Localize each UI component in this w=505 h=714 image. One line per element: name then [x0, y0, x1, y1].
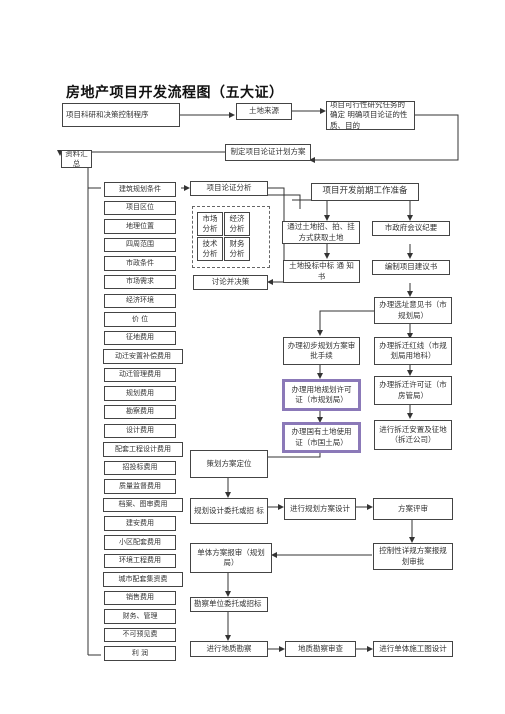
site-opinion-node: 办理选址意见书（市规划局）	[374, 297, 452, 324]
relocation-permit-node: 办理拆迁许可证（市房管局）	[374, 376, 452, 405]
checklist-item: 项目区位	[104, 200, 176, 216]
analysis-group	[192, 206, 270, 268]
finance-analysis-node: 财务分析	[224, 237, 250, 261]
checklist-item: 环境工程费用	[104, 553, 176, 569]
checklist-item: 小区配套费用	[104, 535, 176, 550]
discuss-node: 讨论并决策	[193, 275, 268, 290]
geo-survey-node: 进行地质勘察	[190, 641, 268, 657]
checklist-item: 市场需求	[104, 274, 176, 290]
checklist-item: 动迁管理费用	[104, 367, 176, 383]
survey-review-node: 地质勘察审查	[285, 641, 356, 657]
land-plan-permit-node: 办理用地规划许可证（市规划局）	[282, 379, 361, 411]
checklist-item: 建筑规划条件	[104, 182, 176, 197]
plan-scheme-node: 制定项目论证计划方案	[225, 144, 311, 161]
preliminary-node: 项目开发前期工作准备	[311, 183, 419, 201]
data-summary-node: 资料汇总	[61, 150, 92, 168]
feasibility-node: 项目可行性研究任务的确定 明确项目论证的性质、目的	[326, 101, 415, 130]
relocation-agreement-node: 进行拆迁安置及征地（拆迁公司）	[374, 420, 452, 450]
gov-meeting-node: 市政府会议纪要	[372, 221, 450, 236]
checklist-item: 经济环境	[104, 293, 176, 309]
planning-position-node: 策划方案定位	[190, 450, 268, 478]
land-source-node: 土地来源	[236, 103, 292, 120]
checklist-item: 档案、图审费用	[103, 497, 183, 513]
checklist-item: 利 润	[104, 646, 176, 661]
market-analysis-node: 市场分析	[197, 212, 223, 236]
checklist-item: 质量监督费用	[104, 479, 176, 494]
tech-analysis-node: 技术分析	[197, 237, 223, 261]
project-proposal-node: 编制项目建议书	[372, 260, 450, 275]
detailed-plan-node: 控制性详规方案报规划审批	[373, 543, 453, 570]
checklist-item: 招投标费用	[104, 460, 176, 476]
single-review-node: 单体方案报审（规划局）	[190, 543, 272, 573]
plan-design-node: 进行规划方案设计	[284, 498, 356, 520]
checklist-item: 征地费用	[104, 330, 176, 346]
research-node: 项目科研和决策控制程序	[62, 103, 180, 127]
design-commission-node: 规划设计委托或招 标	[190, 498, 268, 524]
checklist-item: 销售费用	[104, 590, 176, 606]
survey-bid-node: 勘察单位委托或招标	[190, 597, 268, 612]
checklist-item: 市政条件	[104, 256, 176, 271]
relocation-red-node: 办理拆迁红线（市规划局用地科）	[374, 337, 452, 365]
checklist-item: 城市配套集资费	[103, 572, 183, 587]
checklist-item: 价 位	[104, 312, 176, 327]
checklist-item: 建安费用	[104, 516, 176, 531]
page-title: 房地产项目开发流程图（五大证）	[66, 85, 284, 101]
checklist-item: 不可预见费	[104, 627, 176, 643]
checklist-item: 地理位置	[104, 219, 176, 234]
economic-analysis-node: 经济分析	[224, 212, 250, 236]
checklist-item: 设计费用	[104, 423, 176, 439]
land-notice-node: 土地投标中标 通 知 书	[283, 260, 360, 283]
checklist-item: 规划费用	[104, 386, 176, 401]
preliminary-plan-node: 办理初步规划方案审批手续	[283, 337, 360, 365]
land-acquire-node: 通过土地招、拍、挂方式获取土地	[282, 221, 360, 244]
land-use-cert-node: 办理国有土地使用证（市国土局）	[282, 422, 361, 453]
checklist-item: 勘察费用	[104, 404, 176, 420]
checklist-item: 财务、管理	[104, 609, 176, 624]
checklist-item: 四周范围	[104, 237, 176, 253]
analysis-node: 项目论证分析	[190, 181, 268, 196]
checklist-item: 动迁安置补偿费用	[103, 349, 183, 364]
construction-design-node: 进行单体施工图设计	[373, 641, 453, 657]
checklist-item: 配套工程设计费用	[103, 442, 183, 457]
plan-review-node: 方案评审	[373, 498, 453, 520]
